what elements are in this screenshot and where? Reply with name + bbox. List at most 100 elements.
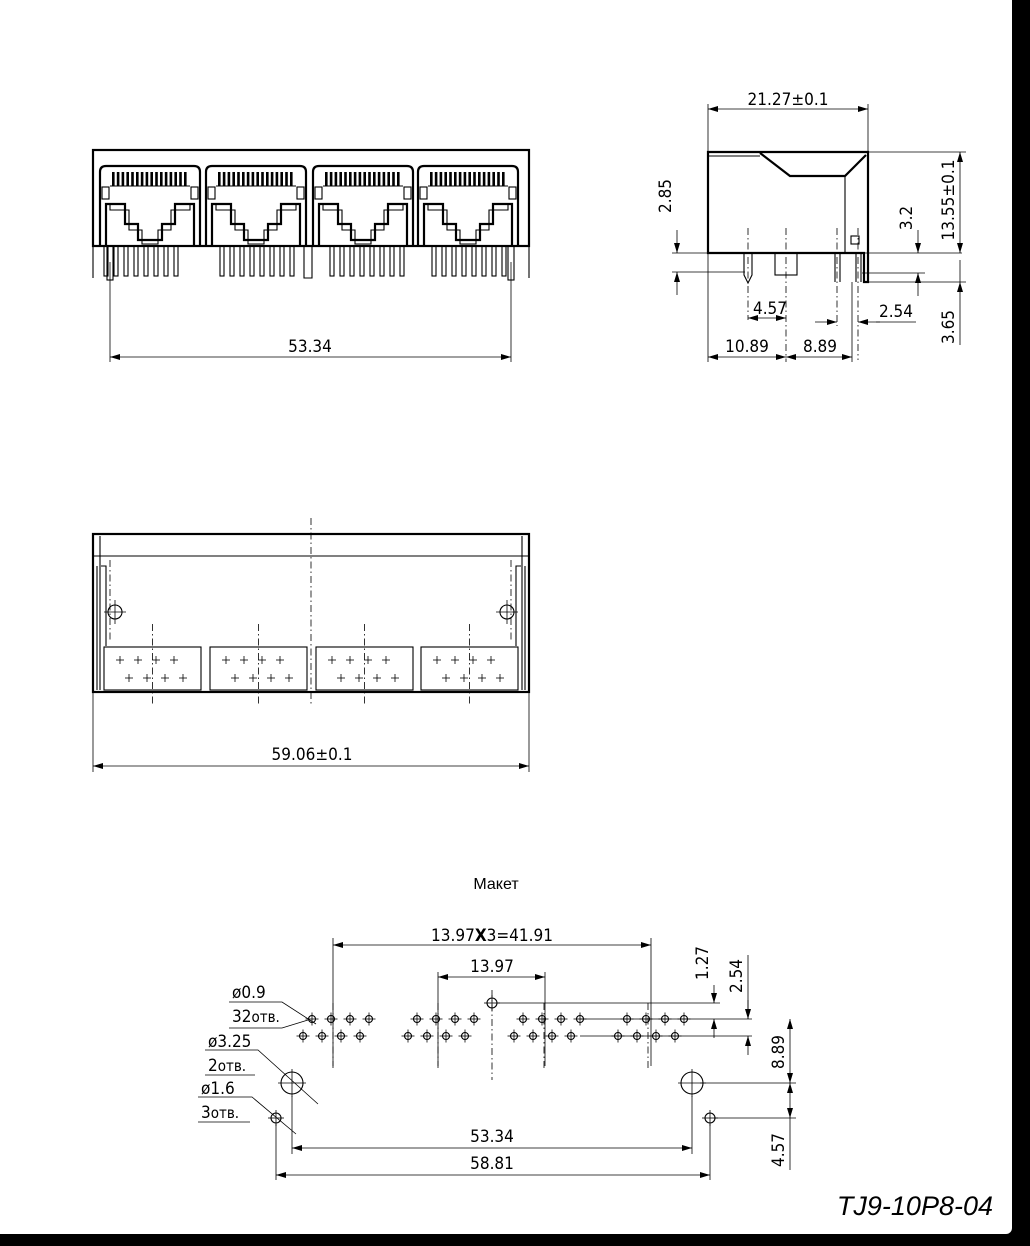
small-hole (315, 1029, 329, 1043)
pin (349, 245, 355, 277)
pin (123, 245, 129, 277)
dim-59-06: 59.06±0.1 (272, 745, 353, 765)
dim-53-34-layout: 53.34 (470, 1127, 514, 1147)
paper (0, 0, 1012, 1234)
pin (359, 245, 365, 277)
contact (266, 172, 269, 186)
pin (163, 245, 169, 277)
contact (358, 172, 362, 186)
pin (471, 245, 477, 277)
pin-block-3 (315, 624, 414, 706)
contact (325, 172, 328, 186)
small-hole (507, 1029, 521, 1043)
contact (290, 172, 293, 186)
contact (150, 172, 153, 186)
small-hole (305, 1012, 319, 1026)
contact (434, 172, 438, 186)
contact (482, 172, 486, 186)
port-frame (311, 164, 415, 246)
port-frame (98, 164, 202, 246)
pin (461, 245, 467, 277)
contact (270, 172, 274, 186)
mount-hole-left (278, 1069, 306, 1097)
small-hole (467, 1012, 481, 1026)
dim-21-27: 21.27±0.1 (748, 90, 829, 110)
contact (430, 172, 433, 186)
hole-small-count: 32 (232, 1007, 251, 1027)
pin (259, 245, 265, 277)
contact (468, 172, 471, 186)
contact (256, 172, 259, 186)
pin (219, 245, 225, 277)
contact (169, 172, 173, 186)
small-hole (401, 1029, 415, 1043)
contact (261, 172, 264, 186)
dim-8-89-layout: 8.89 (769, 1035, 789, 1069)
port-frame (204, 164, 308, 246)
contact (131, 172, 134, 186)
port-frame (416, 164, 520, 246)
side-view: 21.27±0.1 2.85 3.2 13.55±0.1 3.65 4.57 2… (656, 90, 966, 362)
contact (377, 172, 381, 186)
contact (280, 172, 283, 186)
contact (136, 172, 139, 186)
contact (353, 172, 357, 186)
latch-right (403, 186, 412, 200)
hole-big-count: 2 (208, 1056, 218, 1076)
small-hole (410, 1012, 424, 1026)
pin (339, 245, 345, 277)
latch-right (296, 186, 305, 200)
dim-10-89: 10.89 (725, 337, 769, 357)
contact (344, 172, 347, 186)
svg-text:13.97X3=41.91: 13.97X3=41.91 (431, 926, 553, 946)
contact (439, 172, 443, 186)
contact (251, 172, 255, 186)
dim-53-34-front: 53.34 (288, 337, 332, 357)
dim-41-91: 3=41.91 (487, 926, 553, 946)
bottom-view: 59.06±0.1 (91, 518, 531, 772)
port-opening (104, 202, 196, 246)
pin (113, 245, 119, 277)
small-hole (353, 1029, 367, 1043)
contact (487, 172, 491, 186)
rj45-port-4 (416, 164, 520, 246)
contact (179, 172, 182, 186)
dim-1-27: 1.27 (693, 946, 713, 980)
contact (329, 172, 333, 186)
pin (289, 245, 295, 277)
pin-block-1 (103, 624, 202, 706)
contact (285, 172, 288, 186)
layout-title: Макет (473, 876, 519, 893)
contact (155, 172, 158, 186)
dim-2-54-layout: 2.54 (727, 959, 747, 993)
contact (160, 172, 163, 186)
pin (451, 245, 457, 277)
pin (441, 245, 447, 277)
contact (444, 172, 447, 186)
pin (229, 245, 235, 277)
small-hole (535, 1012, 549, 1026)
contact (334, 172, 338, 186)
center-post (303, 246, 313, 279)
pin (379, 245, 385, 277)
port-inner (322, 204, 404, 245)
dim-4-57-side: 4.57 (753, 299, 787, 319)
contact (246, 172, 250, 186)
contact (164, 172, 168, 186)
small-mount-left (268, 1110, 284, 1126)
latch-left (207, 186, 216, 200)
contact (174, 172, 177, 186)
svg-text:32отв.: 32отв. (232, 1007, 280, 1027)
contact (449, 172, 452, 186)
small-hole (324, 1012, 338, 1026)
contact (387, 172, 390, 186)
dim-8-89-side: 8.89 (803, 337, 837, 357)
small-hole (296, 1029, 310, 1043)
front-pins (103, 245, 515, 281)
contact (242, 172, 245, 186)
pin (173, 245, 179, 277)
dim-2-54-side: 2.54 (879, 302, 913, 322)
contact (339, 172, 342, 186)
contact (363, 172, 366, 186)
